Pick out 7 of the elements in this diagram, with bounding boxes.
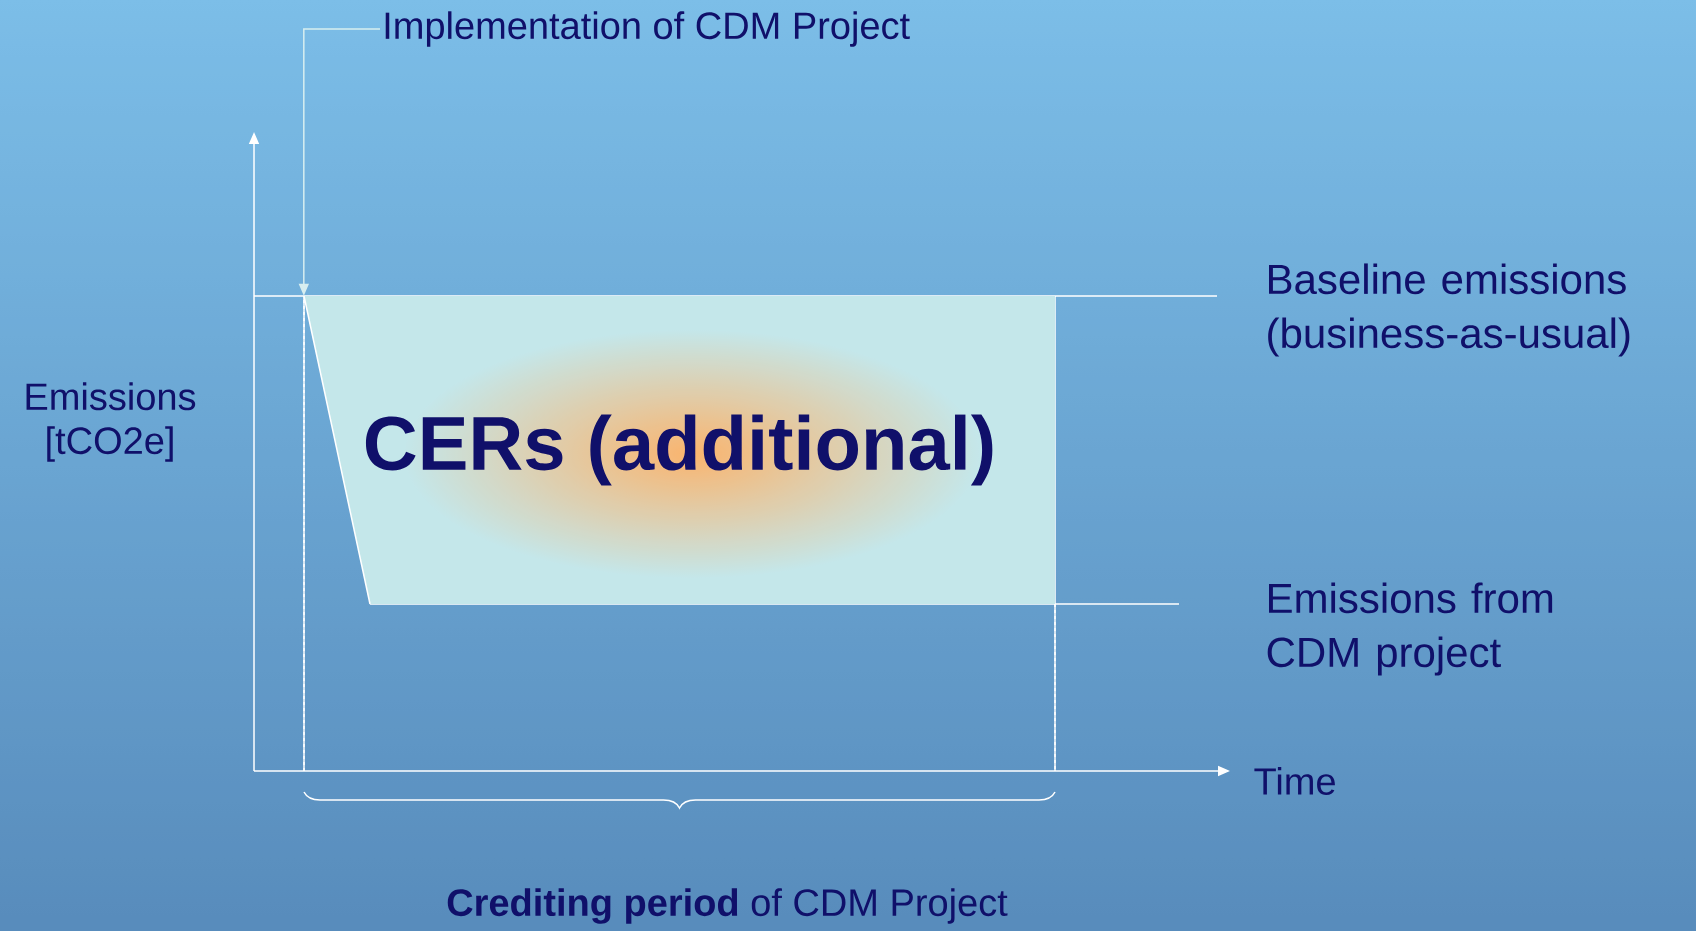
line-label: Emissions from CDM project xyxy=(1267,582,1553,676)
brace-label: Crediting period of CDM Project xyxy=(447,888,1008,924)
axis-label: Emissions [tCO2e] xyxy=(26,382,196,462)
annotation-text: Implementation of CDM Project xyxy=(385,11,910,47)
shaded-area: CERs (additional) xyxy=(303,295,1055,605)
axis-label: Time xyxy=(1254,767,1335,795)
line-label: Baseline emissions (business-as-usual) xyxy=(1268,263,1630,357)
